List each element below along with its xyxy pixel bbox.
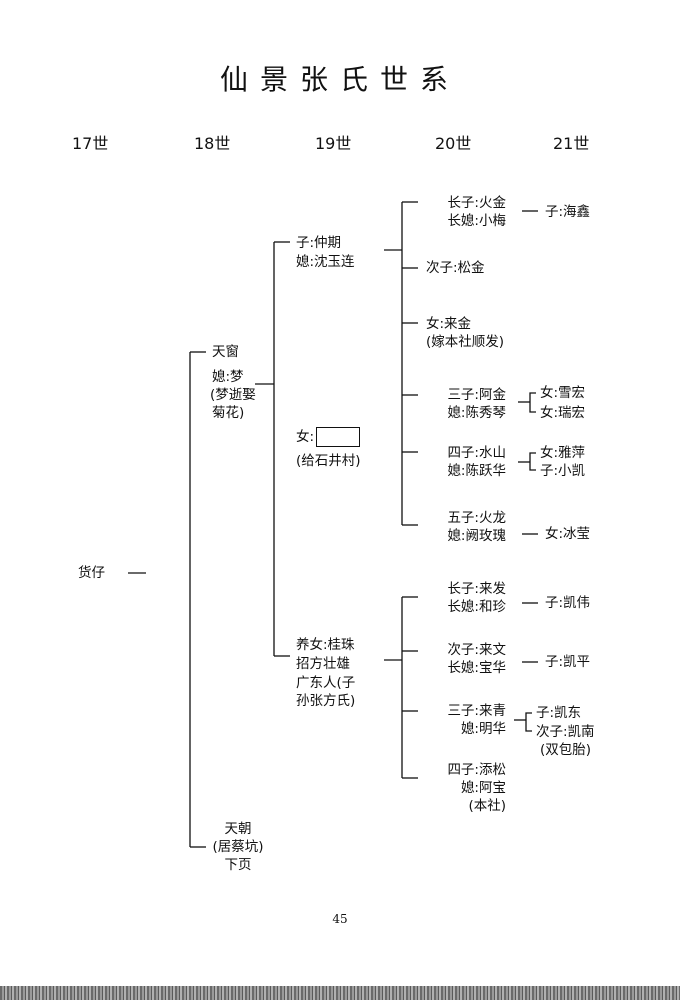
note-line: (居蔡坑) (212, 839, 264, 855)
person-kaiping: 子:凯平 (545, 654, 591, 670)
note-line: 招方壮雄 (296, 656, 350, 672)
generation-18-header: 18世 (194, 134, 231, 153)
name-line: 三子:阿金 (447, 387, 506, 403)
person-kaidong: 子:凯东 (536, 705, 582, 721)
name-line: 天窗 (212, 344, 239, 360)
spouse-line: 媳:阙玫瑰 (447, 528, 506, 544)
person-haixin: 子:海鑫 (545, 204, 591, 220)
name-line: 三子:来青 (447, 703, 506, 719)
person-ruihong: 女:瑞宏 (540, 405, 586, 421)
note-line: (梦逝娶 (210, 387, 256, 403)
name-line: 子:仲期 (296, 235, 342, 251)
name-line: 养女:桂珠 (296, 637, 355, 653)
name-line: 五子:火龙 (447, 510, 506, 526)
person-bingying: 女:冰莹 (545, 526, 591, 542)
daughter-label: 女: (296, 429, 315, 445)
spouse-line: 媳:阿宝 (460, 780, 506, 796)
person-kainan: 次子:凯南 (536, 724, 595, 740)
page-title: 仙景张氏世系 (219, 63, 460, 96)
name-line: 天朝 (224, 821, 252, 837)
spouse-line: 长媳:小梅 (447, 213, 506, 229)
name-line: 女: (296, 427, 361, 447)
note-line: (嫁本社顺发) (426, 334, 505, 350)
note-line: 孙张方氏) (296, 693, 356, 709)
person-huozai: 货仔 (78, 565, 105, 581)
spouse-line: 长媳:和珍 (447, 599, 506, 615)
scan-edge-strip (0, 986, 680, 1000)
spouse-line: 媳:梦 (212, 369, 244, 385)
twins-note: (双包胎) (540, 742, 592, 758)
name-line: 次子:来文 (447, 642, 506, 658)
generation-19-header: 19世 (315, 134, 352, 153)
note-line: (给石井村) (296, 453, 361, 469)
spouse-line: 长媳:宝华 (447, 660, 506, 676)
name-line: 女:来金 (426, 316, 472, 332)
person-yaping: 女:雅萍 (540, 445, 586, 461)
generation-17-header: 17世 (72, 134, 109, 153)
generation-21-header: 21世 (553, 134, 590, 153)
person-songjin: 次子:松金 (426, 260, 485, 276)
spouse-line: 媳:陈秀琴 (447, 405, 506, 421)
spouse-line: 媳:陈跃华 (447, 463, 506, 479)
page-number: 45 (332, 912, 348, 926)
note-line: 菊花) (212, 405, 245, 421)
generation-20-header: 20世 (435, 134, 472, 153)
page-reference: 下页 (224, 857, 252, 873)
person-xiaokai: 子:小凯 (540, 463, 586, 479)
person-xuehong: 女:雪宏 (540, 385, 586, 401)
name-line: 长子:来发 (447, 581, 506, 597)
spouse-line: 媳:沈玉连 (296, 254, 355, 270)
blank-name-box (316, 427, 361, 447)
note-line: (本社) (468, 798, 506, 814)
name-line: 四子:水山 (447, 445, 506, 461)
spouse-line: 媳:明华 (460, 721, 506, 737)
name-line: 长子:火金 (447, 195, 506, 211)
note-line: 广东人(子 (296, 675, 356, 691)
person-kaiwei: 子:凯伟 (545, 595, 591, 611)
name-line: 四子:添松 (447, 762, 506, 778)
